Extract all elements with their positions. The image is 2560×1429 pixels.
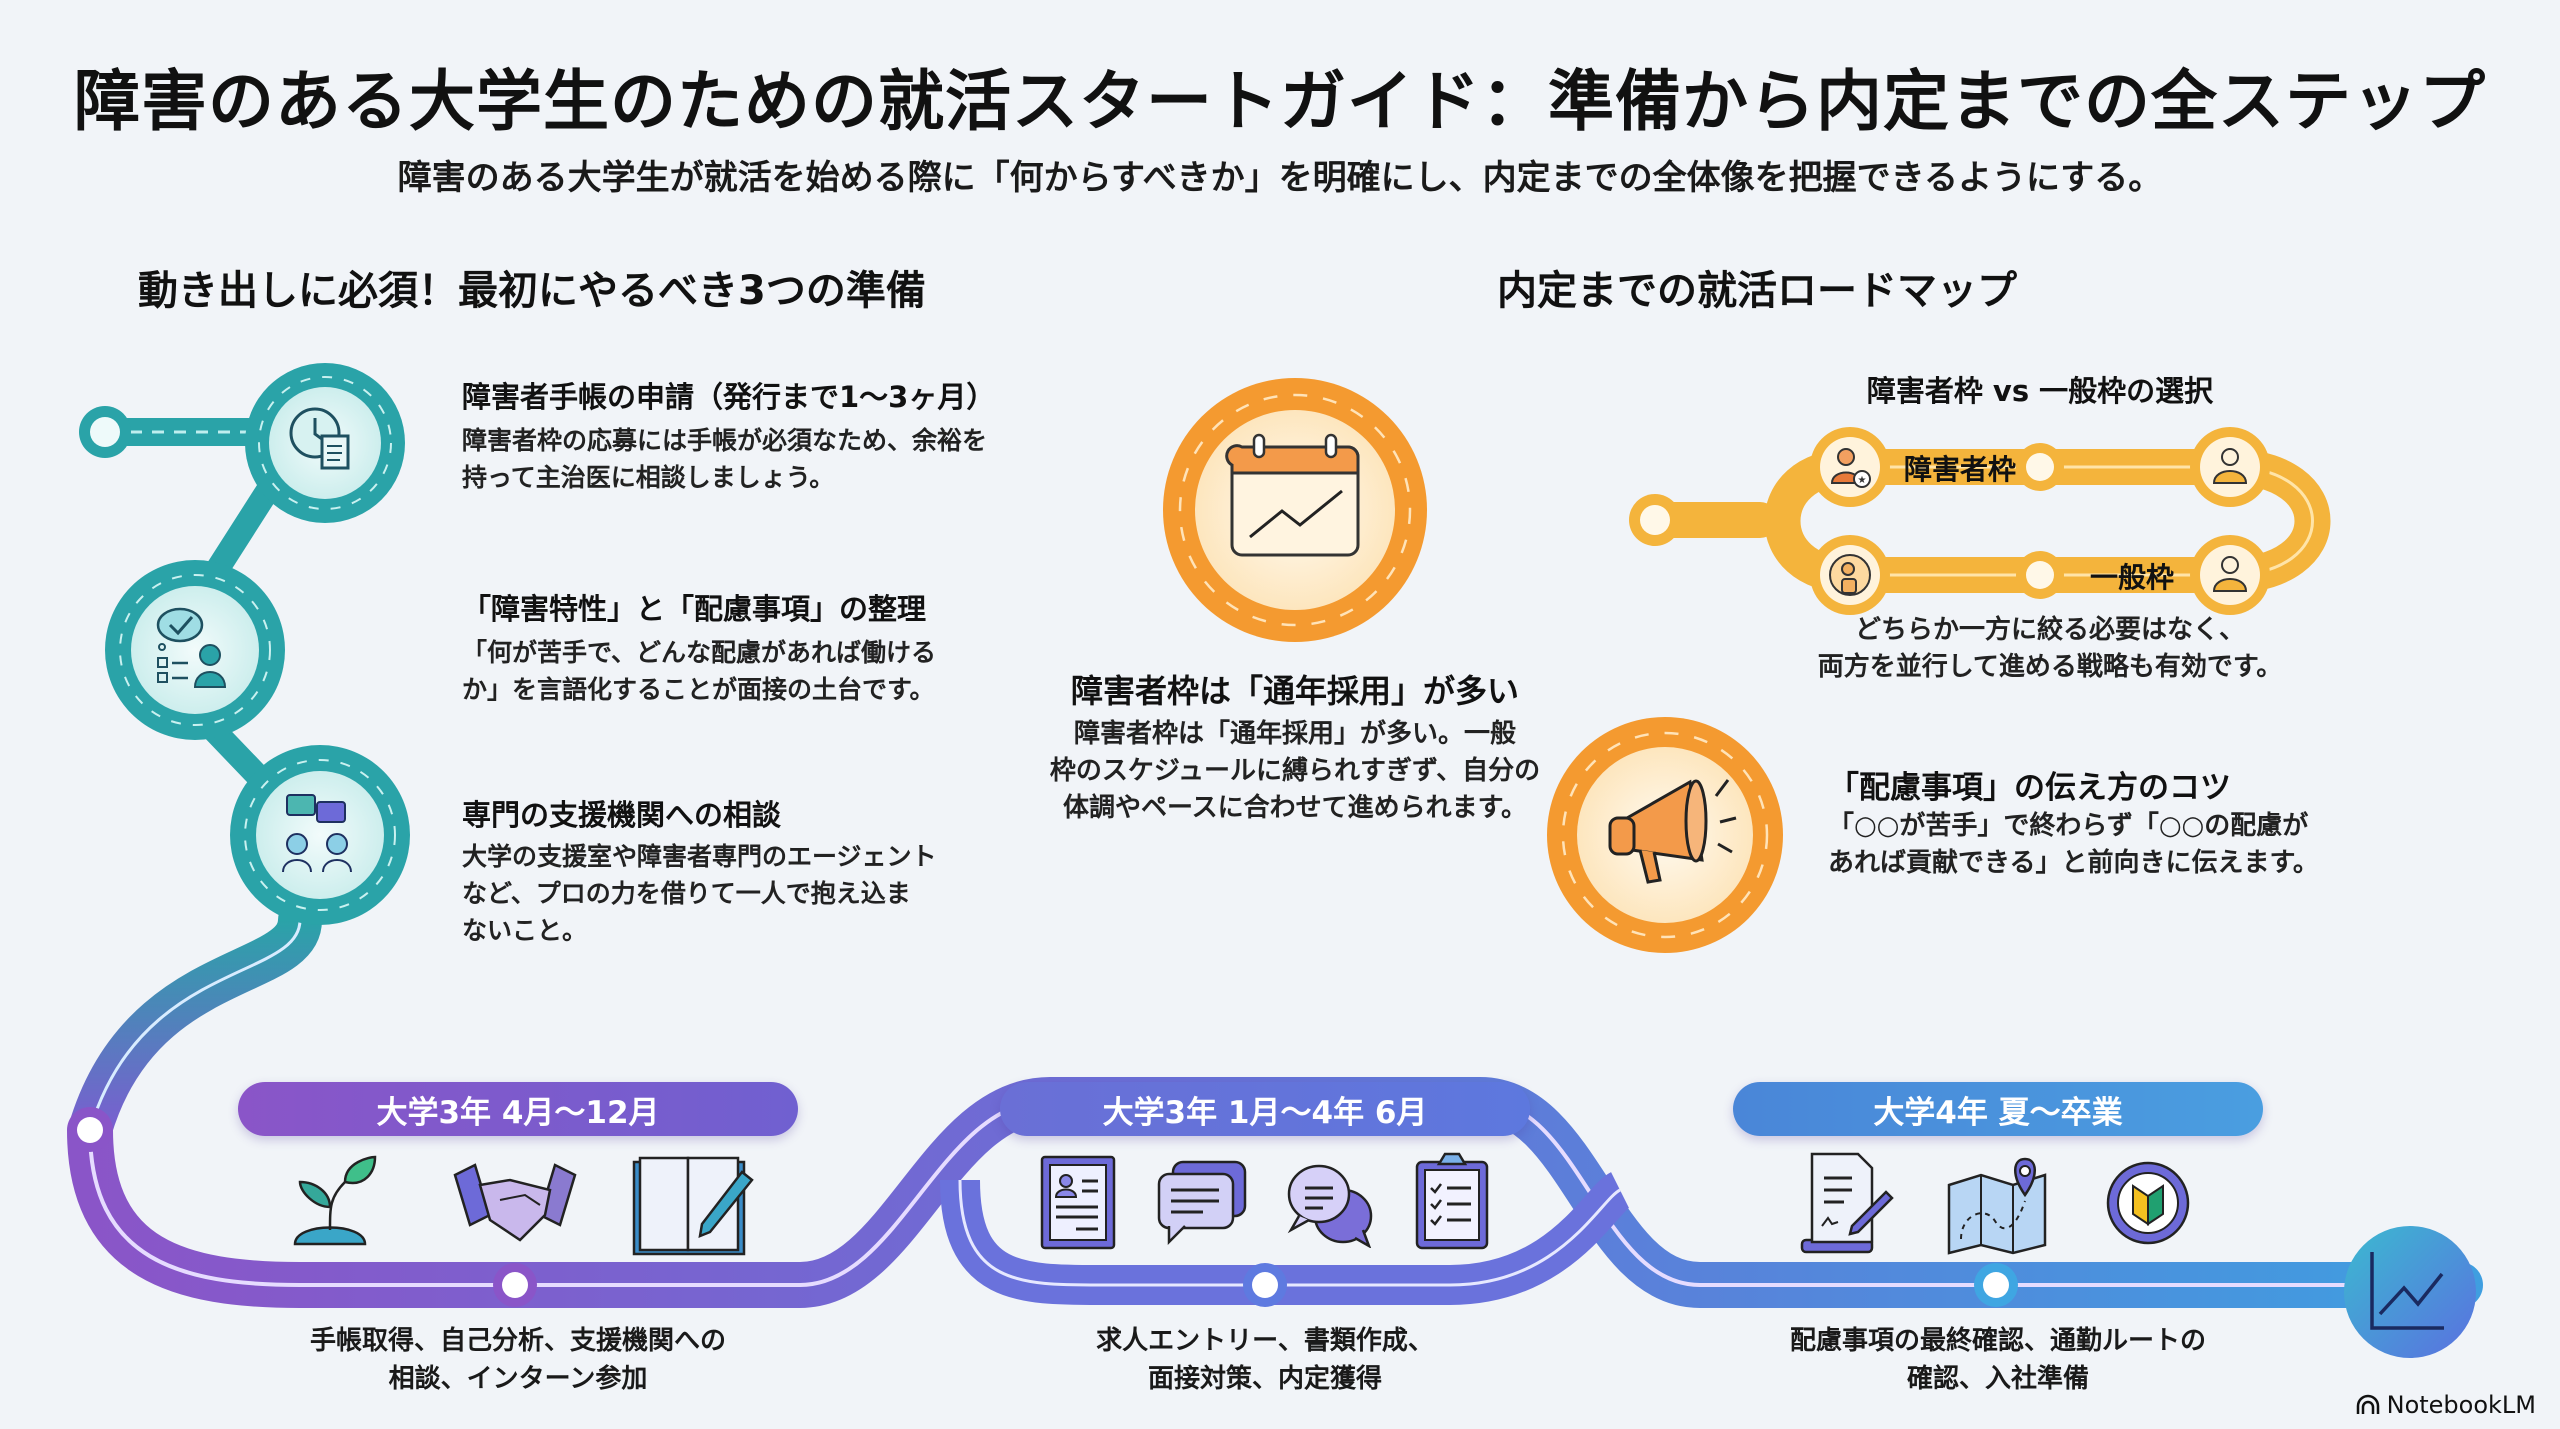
prep-step-1-title: 障害者手帳の申請（発行まで1〜3ヶ月）	[462, 380, 996, 414]
desc-line: 手帳取得、自己分析、支援機関への	[309, 1326, 726, 1356]
tips-body: 「○○が苦手」で終わらず「○○の配慮が あれば貢献できる」と前向きに伝えます。	[1828, 808, 2319, 882]
growth-chart-icon	[2370, 1252, 2444, 1330]
roadmap-heading: 内定までの就活ロードマップ	[1497, 268, 2017, 314]
prep-heading: 動き出しに必須！最初にやるべき3つの準備	[138, 268, 926, 314]
calendar-chart-icon	[1225, 433, 1360, 557]
clock-document-icon	[289, 407, 350, 470]
tips-node	[1540, 710, 1790, 960]
body-line: 両方を並行して進める戦略も有効です。	[1817, 652, 2283, 682]
contract-sign-icon	[1800, 1150, 1895, 1255]
thought-checklist-person-icon	[156, 607, 227, 688]
megaphone-icon	[1608, 779, 1737, 884]
body-line: 「何が苦手で、どんな配慮があれば働ける	[462, 638, 937, 667]
track-disability-label: 障害者枠	[1904, 453, 2017, 486]
phase-2-pill: 大学3年 1月〜4年 6月	[1000, 1082, 1530, 1136]
phase-3-desc: 配慮事項の最終確認、通勤ルートの 確認、入社準備	[1733, 1322, 2263, 1398]
prep-step-2-title: 「障害特性」と「配慮事項」の整理	[462, 592, 927, 626]
prep-step-3-body: 大学の支援室や障害者専門のエージェント など、プロの力を借りて一人で抱え込ま な…	[462, 838, 937, 949]
prep-step-1-body: 障害者枠の応募には手帳が必須なため、余裕を 持って主治医に相談しましょう。	[462, 422, 987, 496]
person-icon	[2206, 551, 2254, 599]
notebooklm-logo-icon	[2356, 1394, 2379, 1414]
page-subtitle: 障害のある大学生が就活を始める際に「何からすべきか」を明確にし、内定までの全体像…	[397, 158, 2163, 198]
page-title: 障害のある大学生のための就活スタートガイド：準備から内定までの全ステップ	[74, 63, 2486, 140]
body-line: か」を言語化することが面接の土台です。	[462, 675, 935, 704]
svg-text:★: ★	[1858, 475, 1867, 486]
body-line: 「○○が苦手」で終わらず「○○の配慮が	[1828, 811, 2309, 841]
body-line: どちらか一方に絞る必要はなく、	[1854, 615, 2245, 645]
prep-step-2-node	[100, 555, 290, 745]
chat-bubbles-icon	[1155, 1160, 1250, 1246]
phase-1-desc: 手帳取得、自己分析、支援機関への 相談、インターン参加	[238, 1322, 798, 1398]
person-icon	[2206, 443, 2254, 491]
goal-node	[2340, 1222, 2480, 1362]
prep-step-1-node	[240, 358, 410, 528]
disability-track-person-icon: ★	[1826, 443, 1874, 491]
body-line: 枠のスケジュールに縛られすぎず、自分の	[1049, 756, 1541, 786]
phase-3-pill: 大学4年 夏〜卒業	[1733, 1082, 2263, 1136]
prep-step-3-node	[225, 740, 415, 930]
body-line: など、プロの力を借りて一人で抱え込ま	[462, 879, 911, 908]
sprout-icon	[285, 1152, 385, 1252]
body-line: 大学の支援室や障害者専門のエージェント	[462, 842, 937, 871]
year-round-body: 障害者枠は「通年採用」が多い。一般 枠のスケジュールに縛られすぎず、自分の 体調…	[1020, 716, 1570, 827]
year-round-title: 障害者枠は「通年採用」が多い	[1070, 672, 1519, 710]
year-round-node	[1150, 365, 1440, 655]
body-line: あれば貢献できる」と前向きに伝えます。	[1828, 848, 2319, 878]
tips-title: 「配慮事項」の伝え方のコツ	[1828, 770, 2231, 806]
choice-title: 障害者枠 vs 一般枠の選択	[1866, 374, 2214, 408]
conversation-icon	[1285, 1158, 1375, 1249]
beginner-mark-icon	[2103, 1158, 2193, 1248]
body-line: 障害者枠の応募には手帳が必須なため、余裕を	[462, 426, 988, 455]
timeline-stops	[68, 1108, 2018, 1307]
desc-line: 求人エントリー、書類作成、	[1096, 1326, 1434, 1356]
handshake-icon	[450, 1155, 580, 1255]
brand-watermark: NotebookLM	[2355, 1391, 2536, 1419]
desc-line: 面接対策、内定獲得	[1147, 1364, 1382, 1394]
track-general-label: 一般枠	[2090, 561, 2175, 594]
brand-name: NotebookLM	[2386, 1391, 2536, 1419]
body-line: ないこと。	[462, 916, 588, 945]
desc-line: 配慮事項の最終確認、通勤ルートの	[1789, 1326, 2206, 1356]
phase-1-pill: 大学3年 4月〜12月	[238, 1082, 798, 1136]
body-line: 持って主治医に相談しましょう。	[462, 463, 835, 492]
resume-icon	[1040, 1155, 1116, 1250]
phase-2-desc: 求人エントリー、書類作成、 面接対策、内定獲得	[1000, 1322, 1530, 1398]
general-track-person-icon	[1826, 551, 1874, 599]
prep-step-3-title: 専門の支援機関への相談	[462, 798, 782, 832]
body-line: 障害者枠は「通年採用」が多い。一般	[1073, 719, 1516, 749]
route-map-icon	[1945, 1155, 2050, 1255]
notebook-pencil-icon	[630, 1152, 760, 1262]
desc-line: 確認、入社準備	[1906, 1364, 2089, 1394]
choice-body: どちらか一方に絞る必要はなく、 両方を並行して進める戦略も有効です。	[1780, 612, 2320, 686]
consultation-people-icon	[282, 794, 352, 873]
clipboard-checklist-icon	[1415, 1150, 1490, 1250]
desc-line: 相談、インターン参加	[388, 1364, 648, 1394]
prep-step-2-body: 「何が苦手で、どんな配慮があれば働ける か」を言語化することが面接の土台です。	[462, 634, 936, 708]
body-line: 体調やペースに合わせて進められます。	[1062, 793, 1528, 823]
